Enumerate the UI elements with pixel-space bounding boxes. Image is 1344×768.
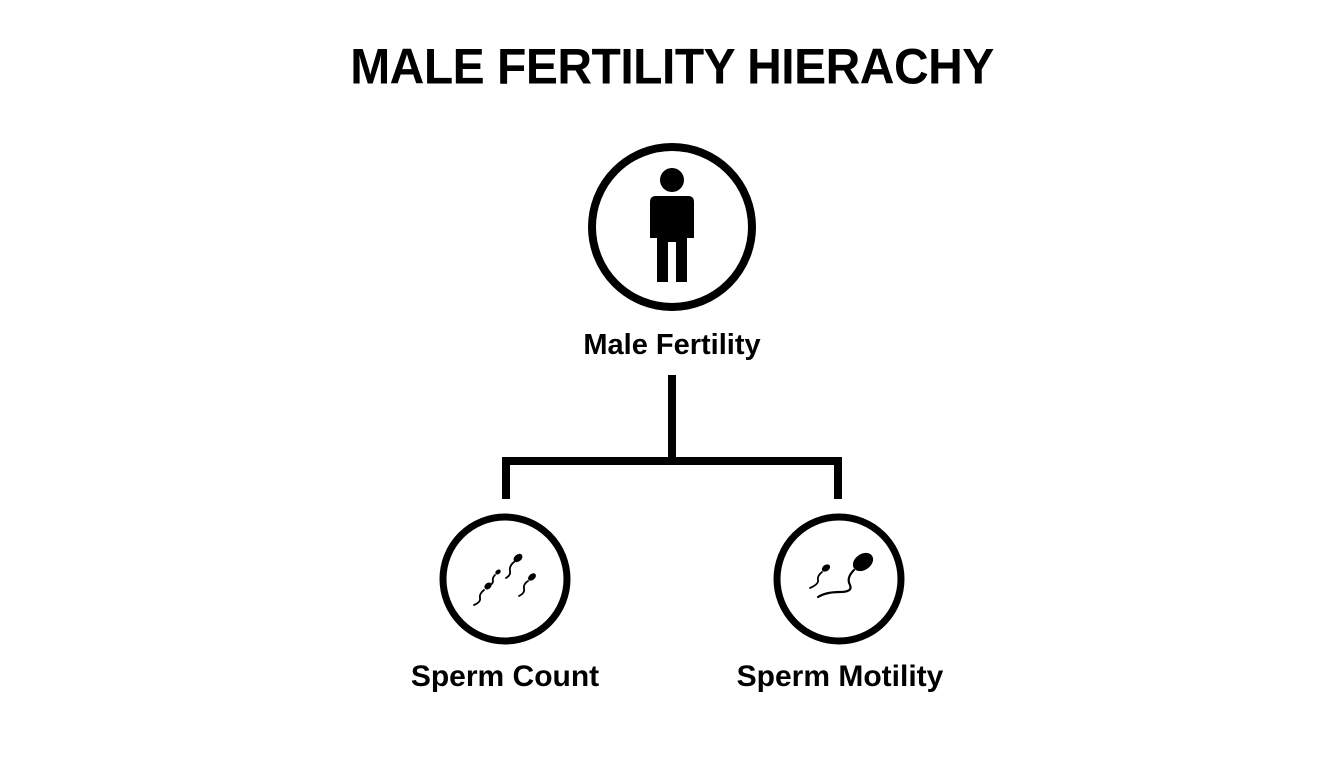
swimming-sperm-icon: [809, 552, 874, 599]
node-male-fertility: [588, 143, 756, 311]
node-circle-right: [773, 513, 905, 645]
male-person-icon: [650, 168, 694, 282]
node-label-male-fertility: Male Fertility: [583, 329, 761, 361]
node-sperm-count: [439, 513, 571, 645]
diagram-title: MALE FERTILITY HIERACHY: [350, 39, 994, 96]
node-label-sperm-count: Sperm Count: [410, 660, 600, 693]
node-sperm-motility: [773, 513, 905, 645]
connector-lines: [502, 375, 842, 499]
multiple-sperm-icon: [473, 553, 536, 606]
node-circle-left: [439, 513, 571, 645]
node-label-sperm-motility: Sperm Motility: [736, 660, 944, 693]
